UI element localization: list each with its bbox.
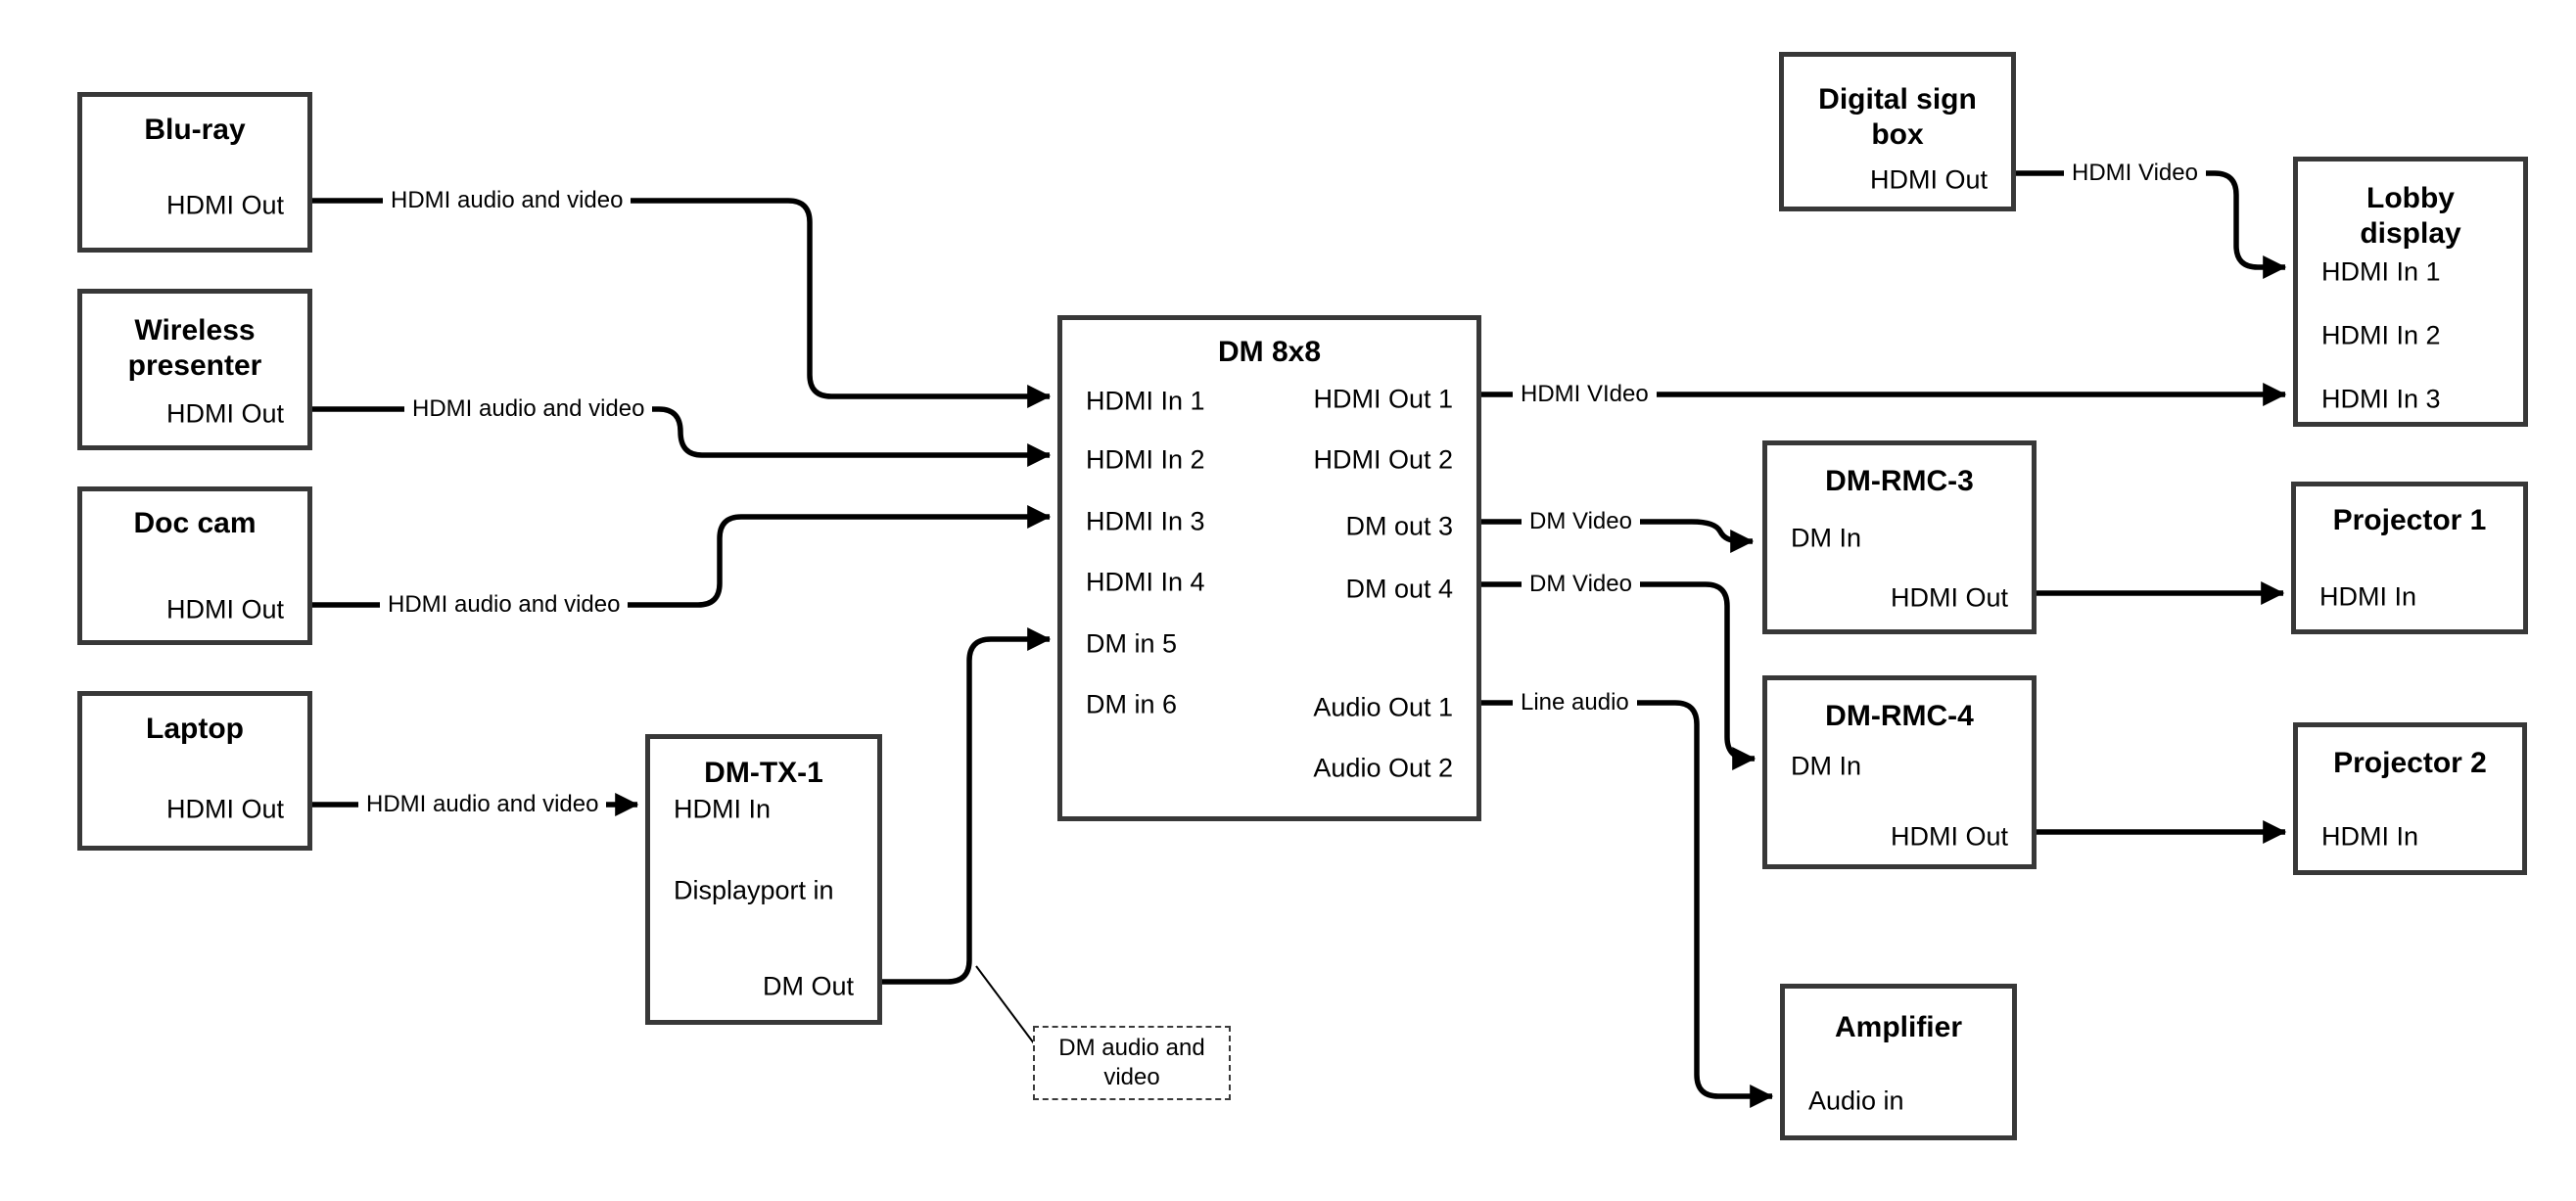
- box-title: DM-TX-1: [704, 757, 823, 789]
- box-title: Doc cam: [133, 507, 257, 539]
- box-title: Lobby display: [2360, 182, 2461, 250]
- box-title: DM 8x8: [1217, 336, 1322, 368]
- port-dm-in: DM In: [1791, 751, 1862, 781]
- device-box-dm-rmc-3: DM-RMC-3 DM In HDMI Out: [1762, 440, 2037, 634]
- port-hdmi-in-2: HDMI In 2: [1086, 444, 1205, 475]
- box-title: Laptop: [146, 713, 244, 745]
- port-hdmi-out: HDMI Out: [165, 398, 284, 429]
- wire-label-line-audio: Line audio: [1513, 688, 1637, 717]
- port-dm-in-6: DM in 6: [1086, 689, 1178, 719]
- wire-wireless-to-dm8x8-in2: [312, 406, 1052, 467]
- wire-dm8x8-out3-to-rmc3: [1481, 519, 1755, 553]
- port-dm-in-5: DM in 5: [1086, 628, 1178, 659]
- callout-leader-line: [975, 965, 1035, 1044]
- device-box-digital-sign: Digital sign box HDMI Out: [1779, 52, 2016, 211]
- device-box-laptop: Laptop HDMI Out: [77, 691, 312, 851]
- device-box-dm-rmc-4: DM-RMC-4 DM In HDMI Out: [1762, 675, 2037, 869]
- wire-label-hdmi-video: HDMI Video: [2064, 159, 2206, 188]
- port-hdmi-out: HDMI Out: [165, 594, 284, 624]
- device-box-wireless-presenter: Wireless presenter HDMI Out: [77, 289, 312, 450]
- port-hdmi-in-1: HDMI In 1: [2321, 256, 2441, 287]
- wire-label-hdmi-video: HDMI VIdeo: [1513, 380, 1657, 409]
- wire-dm8x8-out4-to-rmc4: [1481, 581, 1756, 770]
- box-title: Wireless presenter: [127, 314, 262, 382]
- device-box-projector-1: Projector 1 HDMI In: [2291, 482, 2528, 634]
- device-box-dm-tx-1: DM-TX-1 HDMI In Displayport in DM Out: [645, 734, 882, 1025]
- port-hdmi-out-1: HDMI Out 1: [1313, 384, 1453, 414]
- device-box-bluray: Blu-ray HDMI Out: [77, 92, 312, 253]
- port-audio-in: Audio in: [1808, 1086, 1904, 1116]
- port-hdmi-in-3: HDMI In 3: [2321, 384, 2441, 414]
- box-title: Projector 2: [2333, 747, 2487, 779]
- device-box-lobby-display: Lobby display HDMI In 1 HDMI In 2 HDMI I…: [2293, 157, 2528, 427]
- box-title: DM-RMC-3: [1825, 465, 1974, 497]
- device-box-projector-2: Projector 2 HDMI In: [2293, 722, 2527, 875]
- wire-label-dm-video: DM Video: [1522, 507, 1640, 536]
- wire-label-hdmi-av: HDMI audio and video: [404, 394, 653, 424]
- box-title: Projector 1: [2332, 504, 2487, 536]
- port-hdmi-in-4: HDMI In 4: [1086, 567, 1205, 597]
- port-hdmi-in: HDMI In: [674, 794, 772, 824]
- port-hdmi-in: HDMI In: [2321, 821, 2419, 852]
- box-title: DM-RMC-4: [1825, 700, 1974, 732]
- device-box-doc-cam: Doc cam HDMI Out: [77, 486, 312, 645]
- wire-doccam-to-dm8x8-in3: [312, 505, 1052, 608]
- port-audio-out-1: Audio Out 1: [1313, 692, 1453, 722]
- box-title: Amplifier: [1834, 1011, 1963, 1043]
- port-hdmi-in-2: HDMI In 2: [2321, 320, 2441, 350]
- wire-label-hdmi-av: HDMI audio and video: [358, 790, 607, 819]
- wire-label-hdmi-av: HDMI audio and video: [380, 590, 629, 620]
- port-hdmi-in-1: HDMI In 1: [1086, 386, 1205, 416]
- wire-sign-to-lobby-in1: [2016, 170, 2287, 279]
- callout-text: DM audio and video: [1058, 1035, 1205, 1090]
- port-displayport-in: Displayport in: [674, 875, 834, 905]
- wire-label-hdmi-av: HDMI audio and video: [383, 186, 632, 215]
- port-dm-out-3: DM out 3: [1345, 511, 1453, 541]
- port-dm-out-4: DM out 4: [1345, 574, 1453, 604]
- port-hdmi-out: HDMI Out: [165, 794, 284, 824]
- wire-bluray-to-dm8x8-in1: [312, 198, 1052, 408]
- wire-dmtx1-to-dm8x8-in5: [882, 627, 1052, 985]
- port-dm-out: DM Out: [762, 971, 854, 1001]
- port-dm-in: DM In: [1791, 523, 1862, 553]
- device-box-amplifier: Amplifier Audio in: [1780, 984, 2017, 1140]
- device-box-dm-8x8: DM 8x8 HDMI In 1 HDMI In 2 HDMI In 3 HDM…: [1057, 315, 1481, 821]
- port-hdmi-out: HDMI Out: [1890, 582, 2008, 613]
- port-hdmi-out: HDMI Out: [1890, 821, 2008, 852]
- wire-label-dm-video: DM Video: [1522, 570, 1640, 599]
- port-hdmi-out: HDMI Out: [165, 190, 284, 220]
- port-hdmi-in: HDMI In: [2319, 581, 2417, 612]
- callout-dm-audio-video: DM audio and video: [1033, 1026, 1231, 1100]
- port-hdmi-in-3: HDMI In 3: [1086, 506, 1205, 536]
- box-title: Digital sign box: [1818, 83, 1977, 151]
- wire-dm8x8-audio1-to-amplifier: [1481, 700, 1774, 1108]
- port-hdmi-out-2: HDMI Out 2: [1313, 444, 1453, 475]
- port-hdmi-out: HDMI Out: [1869, 164, 1988, 195]
- box-title: Blu-ray: [144, 114, 246, 146]
- port-audio-out-2: Audio Out 2: [1313, 753, 1453, 783]
